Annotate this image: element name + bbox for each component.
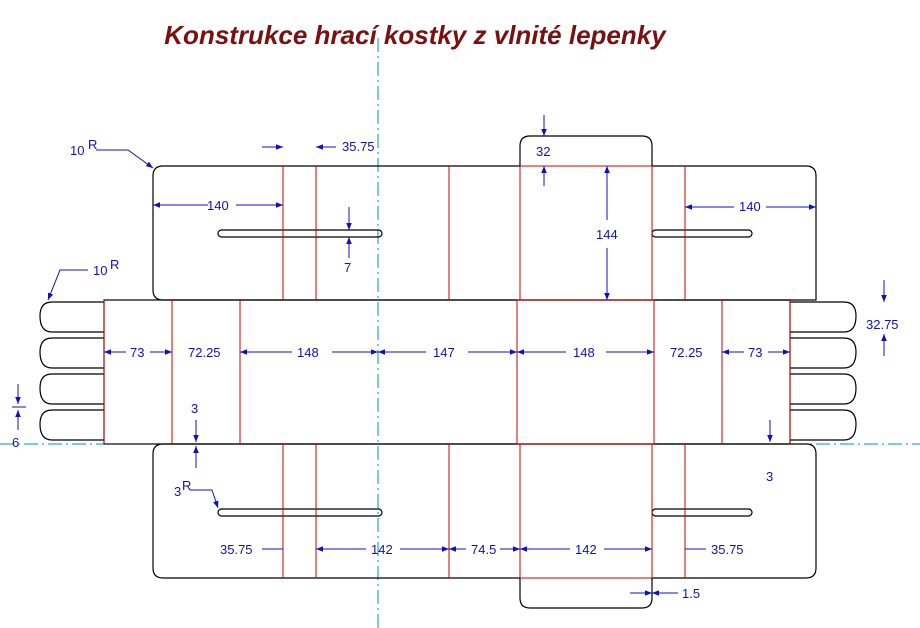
- right-tabs: [790, 301, 857, 441]
- dim-row-73-left: 73: [130, 345, 144, 360]
- dim-row-72-25-left: 72.25: [188, 345, 221, 360]
- radius-label-slot: 3: [174, 484, 181, 499]
- dim-top-tab-32: 32: [536, 144, 550, 159]
- radius-sup-slot: R: [182, 478, 191, 493]
- left-tabs: [39, 301, 104, 441]
- dim-bottom-35-75-left: 35.75: [220, 542, 253, 557]
- page-title: Konstrukce hrací kostky z vlnité lepenky: [164, 20, 666, 50]
- dim-top-35-75: 35.75: [342, 139, 375, 154]
- middle-body-outline: [103, 299, 791, 445]
- dim-bottom-142-left: 142: [371, 542, 393, 557]
- top-left-slot: [217, 229, 383, 238]
- fold-lines: [103, 165, 791, 579]
- radius-label-top: 10: [70, 143, 84, 158]
- dimension-lines: [12, 115, 887, 596]
- dim-offset-right-3: 3: [766, 469, 773, 484]
- dim-row-148-left: 148: [297, 345, 319, 360]
- dim-row-147: 147: [433, 345, 455, 360]
- dim-bottom-74-5: 74.5: [471, 542, 496, 557]
- bottom-left-slot: [217, 508, 383, 517]
- bottom-flap-outline: [152, 443, 817, 609]
- dim-row-72-25-right: 72.25: [670, 345, 703, 360]
- dim-bottom-142-right: 142: [575, 542, 597, 557]
- top-flap-outline: [152, 135, 817, 301]
- dim-small-6: 6: [12, 435, 19, 450]
- dim-bottom-35-75-right: 35.75: [711, 542, 744, 557]
- dimension-labels: 10 R 10 R 3 R 140 35.75 32 144 140 7 32.…: [12, 137, 899, 601]
- dim-slot-7: 7: [344, 260, 351, 275]
- dim-top-panel-144: 144: [596, 227, 618, 242]
- dim-offset-left-3: 3: [191, 401, 198, 416]
- dim-bottom-1-5: 1.5: [682, 586, 700, 601]
- radius-sup-left: R: [110, 257, 119, 272]
- bottom-right-slot: [651, 508, 753, 517]
- dim-top-left-140: 140: [207, 198, 229, 213]
- dim-row-73-right: 73: [748, 345, 762, 360]
- top-right-slot: [651, 229, 753, 238]
- dim-tab-pitch: 32.75: [866, 317, 899, 332]
- dim-row-148-right: 148: [573, 345, 595, 360]
- dim-top-right-140: 140: [739, 199, 761, 214]
- radius-sup-top: R: [88, 137, 97, 152]
- radius-label-left: 10: [93, 263, 107, 278]
